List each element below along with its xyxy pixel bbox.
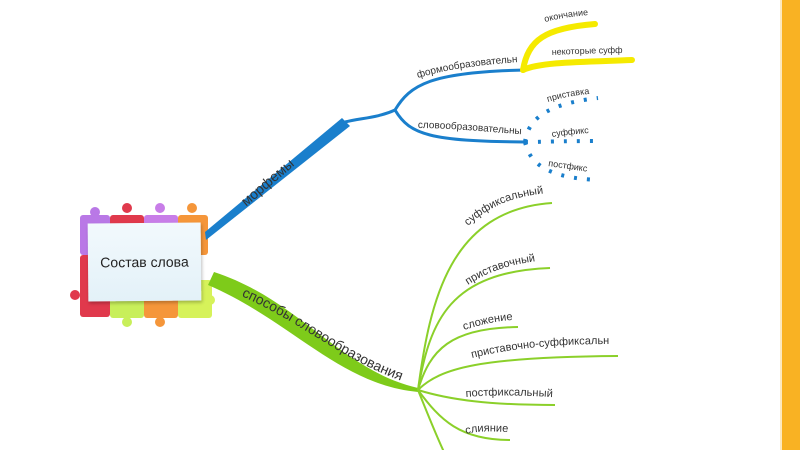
branch-postfiksalny-line: [417, 389, 556, 406]
accent-bar: [782, 0, 800, 450]
puzzle-knob: [122, 203, 132, 213]
branch-slovo-line: [393, 109, 526, 144]
label-morfemy: морфемы: [238, 155, 297, 209]
branch-suffiks-line: [524, 139, 599, 144]
puzzle-knob: [90, 207, 100, 217]
accent-bar-edge: [780, 0, 782, 450]
sposoby-subbranches: [417, 202, 619, 450]
branch-sposoby-line: [208, 272, 418, 392]
label-formoobrazovatelnye: формообразовательные: [0, 0, 518, 81]
branch-formo-line: [393, 68, 526, 111]
branch-nekotorye-line: [520, 57, 635, 73]
puzzle-knob: [70, 290, 80, 300]
puzzle-piece: [110, 296, 144, 318]
branch-prist-suff-line: [417, 355, 619, 391]
label-postfiksalny: постфиксальный: [465, 386, 553, 400]
puzzle-knob: [155, 317, 165, 327]
branch-okonchanie-line: [520, 21, 598, 73]
branch-sliyanie-line: [417, 389, 511, 441]
label-okonchanie: окончание: [543, 7, 588, 24]
branch-morphemes-line-thin: [344, 108, 396, 124]
label-postfiks: постфикс: [548, 158, 589, 174]
puzzle-piece: [144, 296, 178, 318]
puzzle-knob: [187, 203, 197, 213]
branch-slozhenie-line: [417, 326, 519, 391]
label-sliyanie: слияние: [464, 422, 509, 437]
branch-extra-line: [417, 389, 445, 450]
label-suffiks: суффикс: [551, 125, 590, 139]
branch-morphemes-line: [205, 118, 350, 240]
branch-suffiksalny-line: [417, 202, 553, 391]
label-pristavka: приставка: [546, 86, 590, 104]
center-node-label: Состав слова: [100, 253, 189, 271]
branch-pristavochny-line: [417, 267, 551, 391]
puzzle-knob: [122, 317, 132, 327]
puzzle-knob: [205, 295, 215, 305]
puzzle-knob: [155, 203, 165, 213]
center-node[interactable]: Состав слова: [87, 222, 202, 302]
